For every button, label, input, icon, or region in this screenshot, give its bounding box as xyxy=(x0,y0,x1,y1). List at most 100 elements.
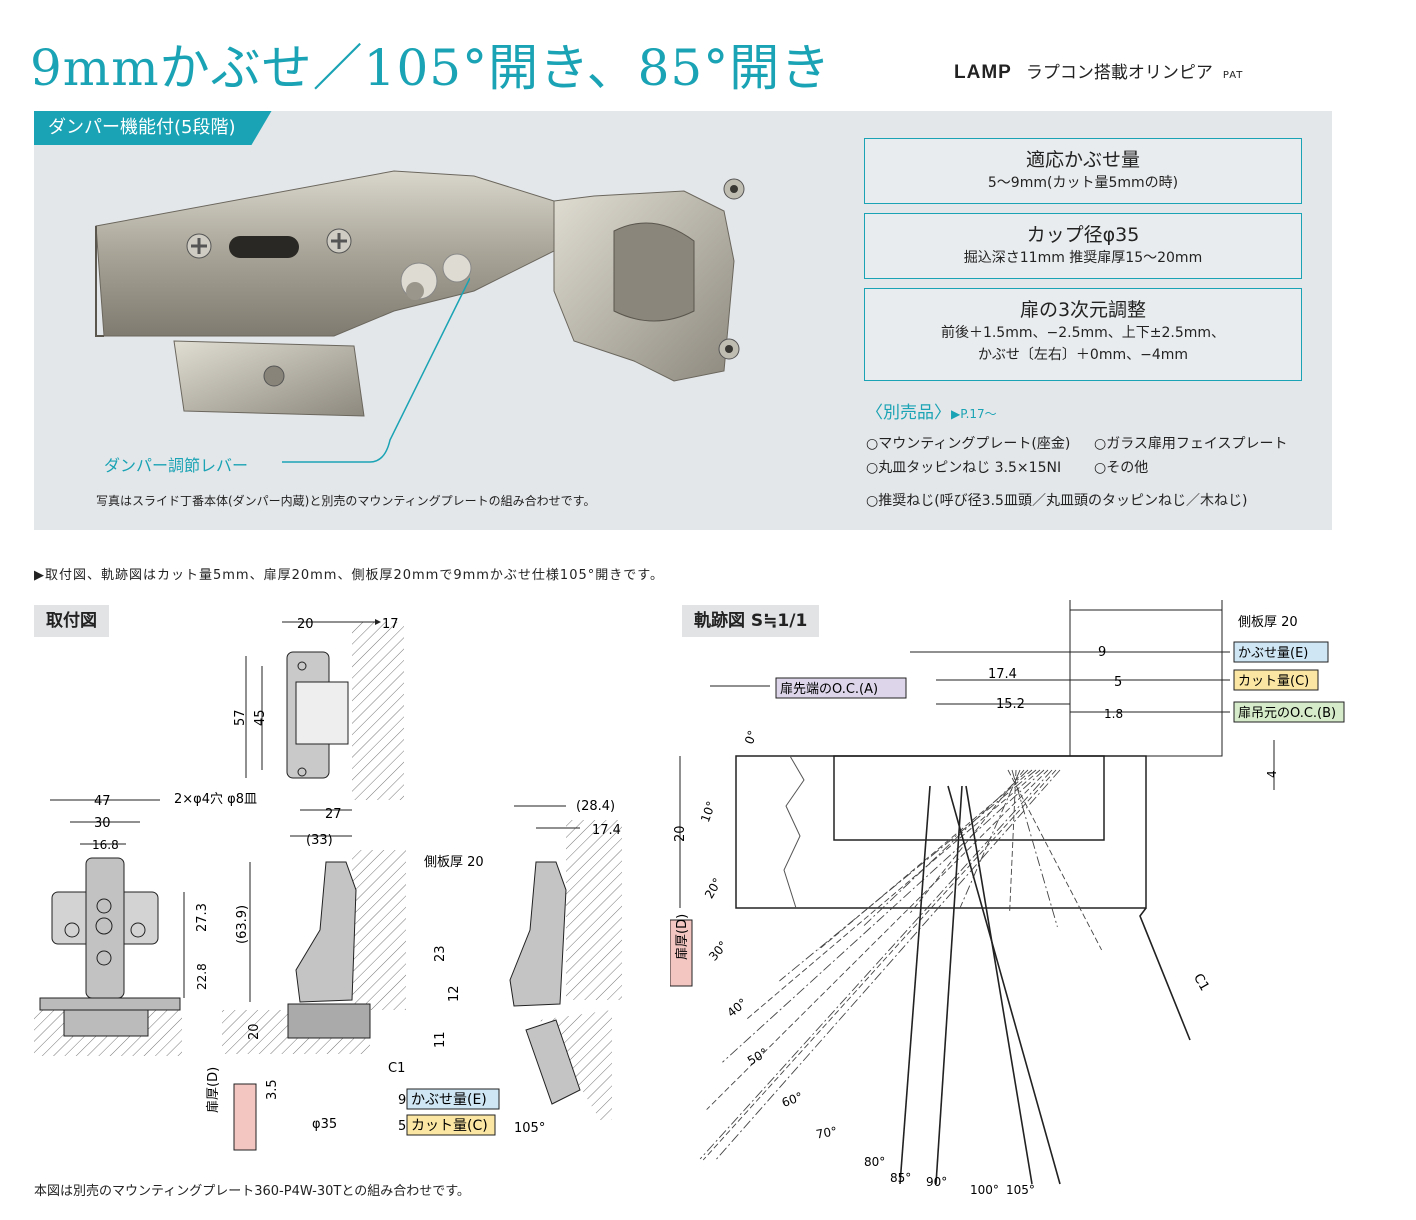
angle-label: 90° xyxy=(926,1175,947,1189)
spec-line: 掘込深さ11mm 推奨扉厚15〜20mm xyxy=(963,250,1203,266)
angle-label: 70° xyxy=(815,1124,838,1141)
spec-box-overlay: 適応かぶせ量 5〜9mm(カット量5mmの時) xyxy=(864,138,1302,204)
spec-line: 5〜9mm(カット量5mmの時) xyxy=(987,175,1179,191)
dim-47: 47 xyxy=(94,794,111,809)
dim-27: 27 xyxy=(325,807,342,822)
separate-page-link[interactable]: ▶P.17〜 xyxy=(951,407,997,421)
trace-ray xyxy=(715,769,1061,1161)
trace-ray xyxy=(779,769,1037,982)
trace-D-box xyxy=(670,919,693,987)
spec-title: 適応かぶせ量 xyxy=(1025,149,1140,171)
dim-33: (33) xyxy=(306,833,333,848)
spec-line: かぶせ〔左右〕＋0mm、−4mm xyxy=(977,347,1189,363)
dim-27-3: 27.3 xyxy=(195,903,210,932)
dim-16-8: 16.8 xyxy=(92,838,119,852)
page-title: 9mmかぶせ／105°開き、85°開き xyxy=(30,39,832,97)
photo-note: 写真はスライド丁番本体(ダンパー内蔵)と別売のマウンティングプレートの組み合わせ… xyxy=(96,494,596,508)
trace-ray xyxy=(1007,769,1103,951)
trace-ray xyxy=(959,769,1021,909)
option-item: ○ガラス扉用フェイスプレート xyxy=(1094,436,1288,452)
angle-label: 40° xyxy=(724,996,749,1020)
trace-dim-1-8: 1.8 xyxy=(1104,707,1123,721)
trace-side: 側板厚 20 xyxy=(1238,615,1298,630)
dim-23: 23 xyxy=(433,945,448,962)
dim-phi35: φ35 xyxy=(312,1117,337,1132)
lever-pointer xyxy=(282,277,470,463)
dim-63-9: (63.9) xyxy=(235,905,250,944)
dim-22-8: 22.8 xyxy=(195,963,209,990)
dim-45: 45 xyxy=(253,709,268,726)
brand-product: ラプコン搭載オリンピア xyxy=(1025,63,1213,83)
angle-label: 20° xyxy=(702,876,725,901)
dim-11: 11 xyxy=(433,1031,448,1048)
dim-28-4: (28.4) xyxy=(576,799,615,814)
option-item: ○その他 xyxy=(1094,460,1149,476)
spec-box-cup: カップ径φ35 掘込深さ11mm 推奨扉厚15〜20mm xyxy=(864,213,1302,279)
dim-30: 30 xyxy=(94,816,111,831)
trace-dim-5: 5 xyxy=(1114,675,1122,690)
footer-note: 本図は別売のマウンティングプレート360-P4W-30Tとの組み合わせです。 xyxy=(34,1184,470,1199)
trace-ray xyxy=(699,769,1053,1160)
dim-3-5: 3.5 xyxy=(265,1079,280,1100)
angle-label: 60° xyxy=(780,1090,805,1110)
dim-9: 9 xyxy=(398,1093,406,1108)
trace-drawing: 側板厚 20 かぶせ量(E) カット量(C) 扉吊元のO.C.(B) 扉先端のO… xyxy=(670,600,1345,1197)
dim-105: 105° xyxy=(514,1121,545,1136)
trace-label-E: かぶせ量(E) xyxy=(1238,646,1308,661)
trace-label-C: カット量(C) xyxy=(1238,674,1309,689)
angle-label: 100° xyxy=(970,1183,999,1197)
mount-drawing: 20 17 57 45 2×φ4穴 φ8皿 27 47 30 16.8 27.3… xyxy=(34,617,622,1151)
brand-logo: LAMP xyxy=(954,62,1012,83)
trace-dim-4: 4 xyxy=(1265,770,1279,778)
option-item: ○マウンティングプレート(座金) xyxy=(866,436,1071,452)
trace-label-B: 扉吊元のO.C.(B) xyxy=(1238,705,1336,721)
label-E: かぶせ量(E) xyxy=(411,1092,487,1108)
dim-holes: 2×φ4穴 φ8皿 xyxy=(174,792,257,807)
trace-dim-20: 20 xyxy=(673,825,688,842)
spec-line: 前後＋1.5mm、−2.5mm、上下±2.5mm、 xyxy=(940,325,1226,341)
trace-ray xyxy=(862,769,1029,928)
trace-rays xyxy=(699,769,1103,1161)
drawing-note: ▶取付図、軌跡図はカット量5mm、扉厚20mm、側板厚20mmで9mmかぶせ仕様… xyxy=(34,568,664,583)
trace-dim-15-2: 15.2 xyxy=(996,697,1025,712)
trace-B-box xyxy=(1233,701,1345,723)
trace-E-box xyxy=(1233,641,1329,663)
dim-c1: C1 xyxy=(388,1061,405,1076)
lever-label: ダンパー調節レバー xyxy=(104,456,249,475)
separate-items-heading: 〈別売品〉▶P.17〜 xyxy=(866,398,997,423)
dim-17: 17 xyxy=(382,617,399,632)
option-item: ○丸皿タッピンねじ 3.5×15NI xyxy=(866,460,1062,476)
label-C: カット量(C) xyxy=(411,1118,488,1134)
hinge-photo xyxy=(95,170,745,417)
label-D-box xyxy=(233,1083,257,1151)
trace-ray xyxy=(1009,769,1017,913)
trace-label-D: 扉厚(D) xyxy=(674,914,690,960)
trace-C-box xyxy=(1233,669,1319,691)
trace-ray xyxy=(1011,769,1058,928)
trace-dim-9: 9 xyxy=(1098,645,1106,660)
separate-label: 〈別売品〉 xyxy=(866,403,951,423)
spec-title: 扉の3次元調整 xyxy=(1019,299,1147,321)
mount-heading: 取付図 xyxy=(34,605,109,637)
trace-label-A: 扉先端のO.C.(A) xyxy=(780,681,878,697)
angle-label: 50° xyxy=(745,1045,770,1068)
dim-20: 20 xyxy=(297,617,314,632)
angle-label: 10° xyxy=(698,799,718,824)
spec-box-adjust: 扉の3次元調整 前後＋1.5mm、−2.5mm、上下±2.5mm、 かぶせ〔左右… xyxy=(864,288,1302,381)
trace-ray xyxy=(910,769,1025,914)
option-item: ○推奨ねじ(呼び径3.5皿頭／丸皿頭のタッピンねじ／木ねじ) xyxy=(866,493,1248,509)
angle-label: 0° xyxy=(742,729,760,747)
dim-side: 側板厚 20 xyxy=(424,855,484,870)
trace-ray xyxy=(722,769,1045,1063)
angle-label: 85° xyxy=(890,1171,911,1185)
dim-12: 12 xyxy=(447,985,462,1002)
dim-17-4: 17.4 xyxy=(592,823,621,838)
label-D: 扉厚(D) xyxy=(205,1067,221,1113)
dim-20b: 20 xyxy=(247,1023,262,1040)
trace-ray xyxy=(706,769,1049,1110)
label-C-box xyxy=(406,1114,496,1136)
trace-A-box xyxy=(775,677,907,699)
angle-label: 105° xyxy=(1006,1183,1035,1197)
damper-tag: ダンパー機能付(5段階) xyxy=(34,111,272,145)
